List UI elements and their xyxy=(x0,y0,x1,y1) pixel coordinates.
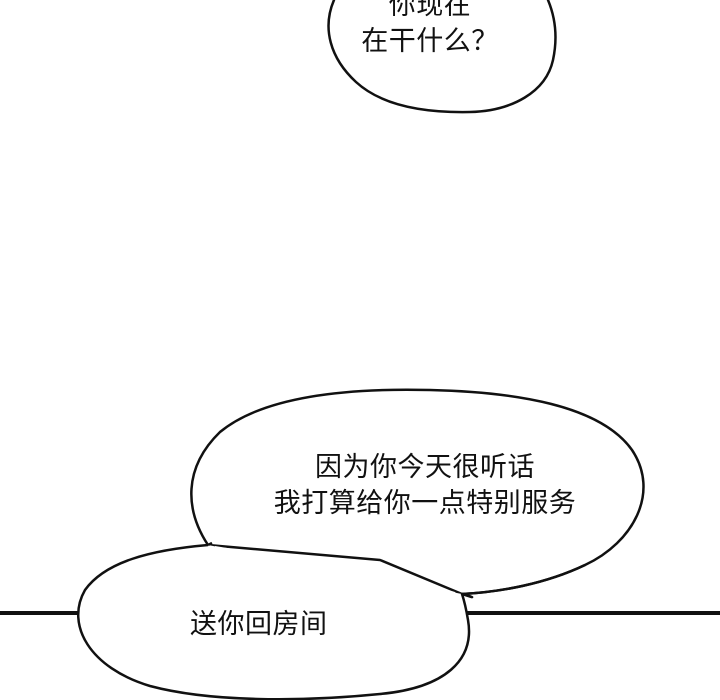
speech-text-middle: 因为你今天很听话 我打算给你一点特别服务 xyxy=(240,450,610,522)
speech-bubble-top xyxy=(328,0,556,113)
bubble-middle-cover xyxy=(210,546,460,600)
speech-bubble-top-outline xyxy=(327,0,557,114)
speech-text-bottom: 送你回房间 xyxy=(190,607,360,643)
speech-line: 因为你今天很听话 xyxy=(315,452,535,483)
speech-line: 你现在 xyxy=(388,0,472,21)
speech-line: 送你回房间 xyxy=(190,609,328,640)
speech-line: 在干什么？ xyxy=(361,26,499,57)
bubble-middle-right-outline xyxy=(461,563,586,596)
speech-line: 我打算给你一点特别服务 xyxy=(273,488,577,519)
speech-text-top: 你现在 在干什么？ xyxy=(330,0,530,60)
bubble-middle-lower-edge xyxy=(207,541,213,547)
